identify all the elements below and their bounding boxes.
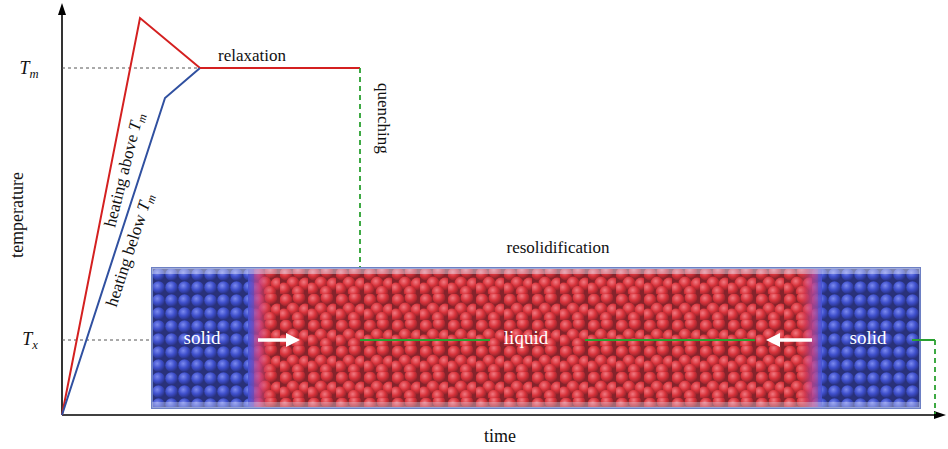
stage-label: resolidification	[507, 239, 610, 258]
simulation-box	[152, 268, 920, 408]
phase-label: solid	[848, 327, 889, 349]
tx-guide	[62, 340, 150, 341]
axis-title: temperature	[8, 172, 28, 258]
solid-region: solid	[152, 268, 252, 408]
stage-label: quenching	[373, 83, 392, 154]
axis-title: time	[484, 427, 516, 447]
phase-label: liquid	[502, 327, 550, 349]
phase-label: solid	[182, 327, 223, 349]
axes	[58, 3, 946, 419]
solid-region: solid	[818, 268, 918, 408]
axis-tick-label: Tx	[22, 330, 38, 353]
liquid-region: liquid	[264, 268, 788, 408]
stage-label: relaxation	[218, 47, 286, 66]
resolidification-line	[360, 340, 935, 414]
axis-tick-label: Tm	[19, 59, 38, 82]
relaxation-line	[200, 67, 360, 69]
